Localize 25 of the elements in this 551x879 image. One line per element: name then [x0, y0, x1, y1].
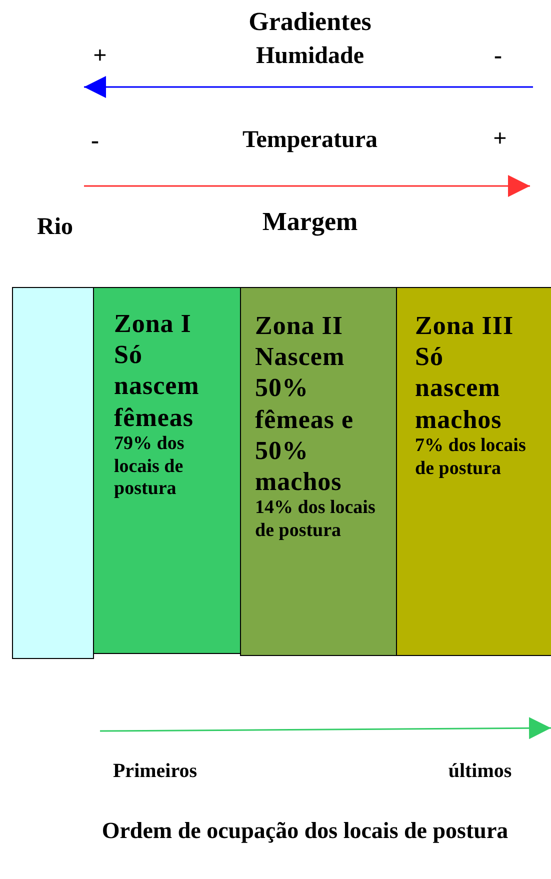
- percentage-note: 7% dos locais de postura: [415, 434, 527, 480]
- percentage-note: 79% dos locais de postura: [114, 432, 186, 502]
- axis-end-label: Primeiros: [112, 760, 198, 782]
- sign: +: [92, 43, 108, 70]
- axis-caption: Ordem de ocupação dos locais de postura: [100, 818, 510, 844]
- place-label: Rio: [36, 214, 74, 240]
- gradient-label: Temperatura: [241, 127, 379, 154]
- place-label: Margem: [261, 208, 359, 237]
- zone-panel: [240, 287, 397, 656]
- sign: +: [492, 126, 508, 152]
- zone-panel: [93, 287, 241, 654]
- sign: -: [90, 128, 100, 154]
- zone-title: Zona III: [415, 310, 515, 342]
- zone-description: Nascem 50% fêmeas e 50% machos: [255, 341, 355, 498]
- gradient-label: Humidade: [254, 43, 366, 70]
- zone-title: Zona II: [255, 310, 344, 342]
- sign: -: [493, 43, 503, 70]
- zone-panel: [396, 287, 551, 656]
- river-band: [12, 287, 94, 659]
- axis-end-label: últimos: [447, 760, 513, 782]
- heading: Gradientes: [248, 8, 372, 37]
- zone-title: Zona I: [114, 308, 192, 340]
- zone-description: Só nascem fêmeas: [114, 339, 200, 433]
- zone-description: Só nascem machos: [415, 341, 503, 435]
- percentage-note: 14% dos locais de postura: [255, 497, 376, 543]
